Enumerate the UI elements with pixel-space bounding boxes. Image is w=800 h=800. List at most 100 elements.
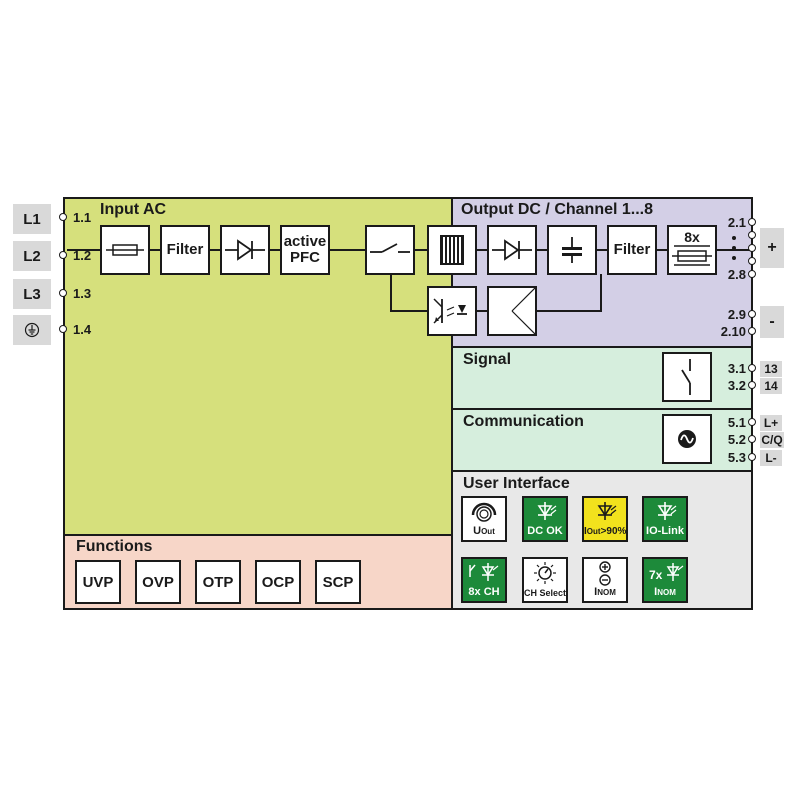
channel-fuse-block: 8x [667, 225, 717, 275]
communication-tag: C/Q [760, 432, 784, 448]
terminal-label: 3.2 [727, 378, 746, 393]
terminal [748, 218, 756, 226]
plus-tag: + [760, 228, 784, 268]
dc-ok-label: DC OK [527, 525, 563, 537]
terminal-label: 2.10 [720, 324, 746, 339]
ellipsis-dot [732, 256, 736, 260]
terminal-label: 1.3 [73, 286, 92, 301]
wire [600, 274, 602, 312]
switch-icon [370, 243, 410, 253]
potentiometer-icon [471, 502, 497, 522]
fuse-block [100, 225, 150, 275]
terminal [59, 289, 67, 297]
channel-select-label: CH Select [524, 588, 567, 598]
phase-tag-l1: L1 [13, 204, 51, 234]
communication-tag: L- [760, 450, 782, 466]
pfc-label: active [283, 233, 327, 250]
terminal-label: 1.4 [73, 322, 92, 337]
channel-led-label: 8x CH [468, 586, 500, 598]
function-ovp: OVP [135, 560, 181, 604]
optocoupler-block [427, 286, 477, 336]
channel-inom-leds: 7x INOM [642, 557, 688, 603]
inom-label: INOM [654, 586, 676, 598]
functions-title: Functions [76, 538, 153, 555]
terminal-label: 2.9 [727, 307, 746, 322]
led-icon [537, 502, 557, 520]
wire [476, 310, 487, 312]
function-ocp: OCP [255, 560, 301, 604]
io-link-block [662, 414, 712, 464]
terminal [748, 418, 756, 426]
earth-tag [13, 315, 51, 345]
transformer-icon [440, 235, 464, 265]
uout-label: UOut [473, 525, 495, 537]
ellipsis-dot [732, 246, 736, 250]
terminal [748, 244, 756, 252]
wire [536, 310, 602, 312]
dc-ok-led: DC OK [522, 496, 568, 542]
phase-tag-l2: L2 [13, 241, 51, 271]
wire [390, 310, 427, 312]
communication-tag: L+ [760, 415, 782, 431]
minus-tag: - [760, 306, 784, 338]
signal-tag: 13 [760, 361, 782, 377]
function-scp: SCP [315, 560, 361, 604]
phase-tag-l3: L3 [13, 279, 51, 309]
wire [269, 249, 280, 251]
inom-label: INOM [594, 586, 616, 598]
wire [414, 249, 427, 251]
wire [536, 249, 547, 251]
channel-led-icon [469, 563, 499, 581]
region-divider [452, 470, 752, 472]
rectifier-block [220, 225, 270, 275]
electronic-fuse-icon [672, 245, 712, 266]
channel-select-button[interactable]: CH Select [522, 557, 568, 603]
wire [476, 249, 487, 251]
io-link-led: IO-Link [642, 496, 688, 542]
pfc-label: PFC [290, 249, 320, 266]
active-pfc-block: active PFC [280, 225, 330, 275]
io-link-icon [678, 430, 696, 448]
function-otp: OTP [195, 560, 241, 604]
wire [390, 274, 392, 312]
output-filter-block: Filter [607, 225, 657, 275]
inom-plus-minus-buttons[interactable]: INOM [582, 557, 628, 603]
terminal-label: 3.1 [727, 361, 746, 376]
switch-block [365, 225, 415, 275]
terminal [59, 251, 67, 259]
channel-count-label: 8x [684, 229, 700, 245]
user-interface-title: User Interface [463, 475, 570, 492]
led-icon [666, 563, 684, 581]
iout-90-label: IOut>90% [584, 526, 627, 537]
terminal [748, 310, 756, 318]
wire [330, 249, 365, 251]
controller-icon [511, 288, 535, 334]
uout-potentiometer[interactable]: UOut [461, 496, 507, 542]
controller-block [487, 286, 537, 336]
device-outline [63, 197, 753, 610]
terminal [748, 381, 756, 389]
fuse-icon [106, 244, 144, 256]
terminal-label: 2.1 [727, 215, 746, 230]
terminal [748, 453, 756, 461]
region-divider [451, 197, 453, 609]
terminal-label: 2.8 [727, 267, 746, 282]
signal-tag: 14 [760, 378, 782, 394]
terminal [748, 435, 756, 443]
ellipsis-dot [732, 236, 736, 240]
wire [67, 249, 100, 251]
relay-contact-icon [681, 359, 691, 395]
wire [596, 249, 607, 251]
optocoupler-icon [433, 298, 467, 324]
terminal [748, 231, 756, 239]
terminal-label: 5.2 [727, 432, 746, 447]
terminal [748, 257, 756, 265]
diode-icon [492, 239, 532, 261]
io-link-label: IO-Link [646, 525, 684, 537]
region-divider [452, 346, 752, 348]
iout-90-led: IOut>90% [582, 496, 628, 542]
signal-title: Signal [463, 351, 512, 368]
wire [656, 249, 667, 251]
function-uvp: UVP [75, 560, 121, 604]
input-filter-block: Filter [160, 225, 210, 275]
